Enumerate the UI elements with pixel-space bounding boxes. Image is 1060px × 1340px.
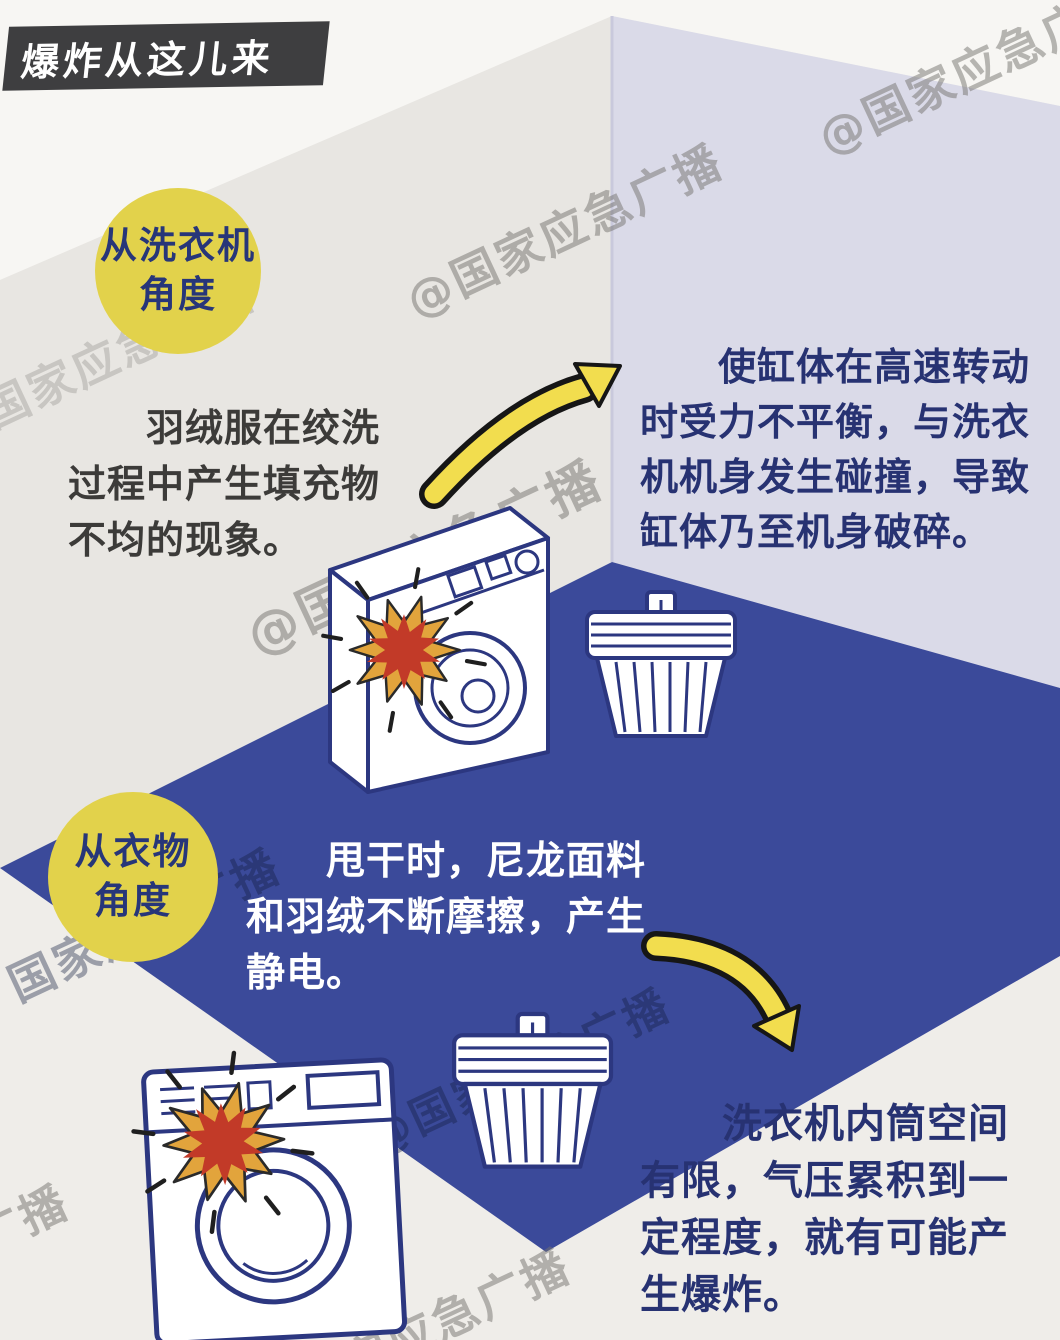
badge-from-washing-machine: 从洗衣机 角度	[95, 188, 261, 354]
text-machine-result: 使缸体在高速转动 时受力不平衡，与洗衣 机机身发生碰撞，导致 缸体乃至机身破碎。	[640, 345, 1031, 554]
title-banner: 爆炸从这儿来	[2, 21, 330, 91]
watermark: 广播	[0, 1174, 78, 1266]
text-clothes-cause: 甩干时，尼龙面料 和羽绒不断摩擦，产生 静电。	[246, 839, 647, 996]
watermark: @国家应急广播	[397, 134, 732, 329]
laundry-basket-icon	[585, 590, 737, 738]
watermark: 国家应急广播	[289, 1238, 580, 1340]
explosion-burst-icon	[130, 1049, 316, 1235]
text-clothes-result: 洗衣机内筒空间 有限，气压累积到一 定程度，就有可能产 生爆炸。	[640, 1101, 1009, 1318]
washing-machine-front-icon	[130, 1045, 408, 1340]
page-title: 爆炸从这儿来	[19, 35, 277, 85]
watermark: @国家应急广播	[809, 0, 1060, 166]
text-machine-cause: 羽绒服在绞洗 过程中产生填充物 不均的现象。	[68, 406, 381, 562]
badge-from-clothes: 从衣物 角度	[48, 792, 218, 962]
